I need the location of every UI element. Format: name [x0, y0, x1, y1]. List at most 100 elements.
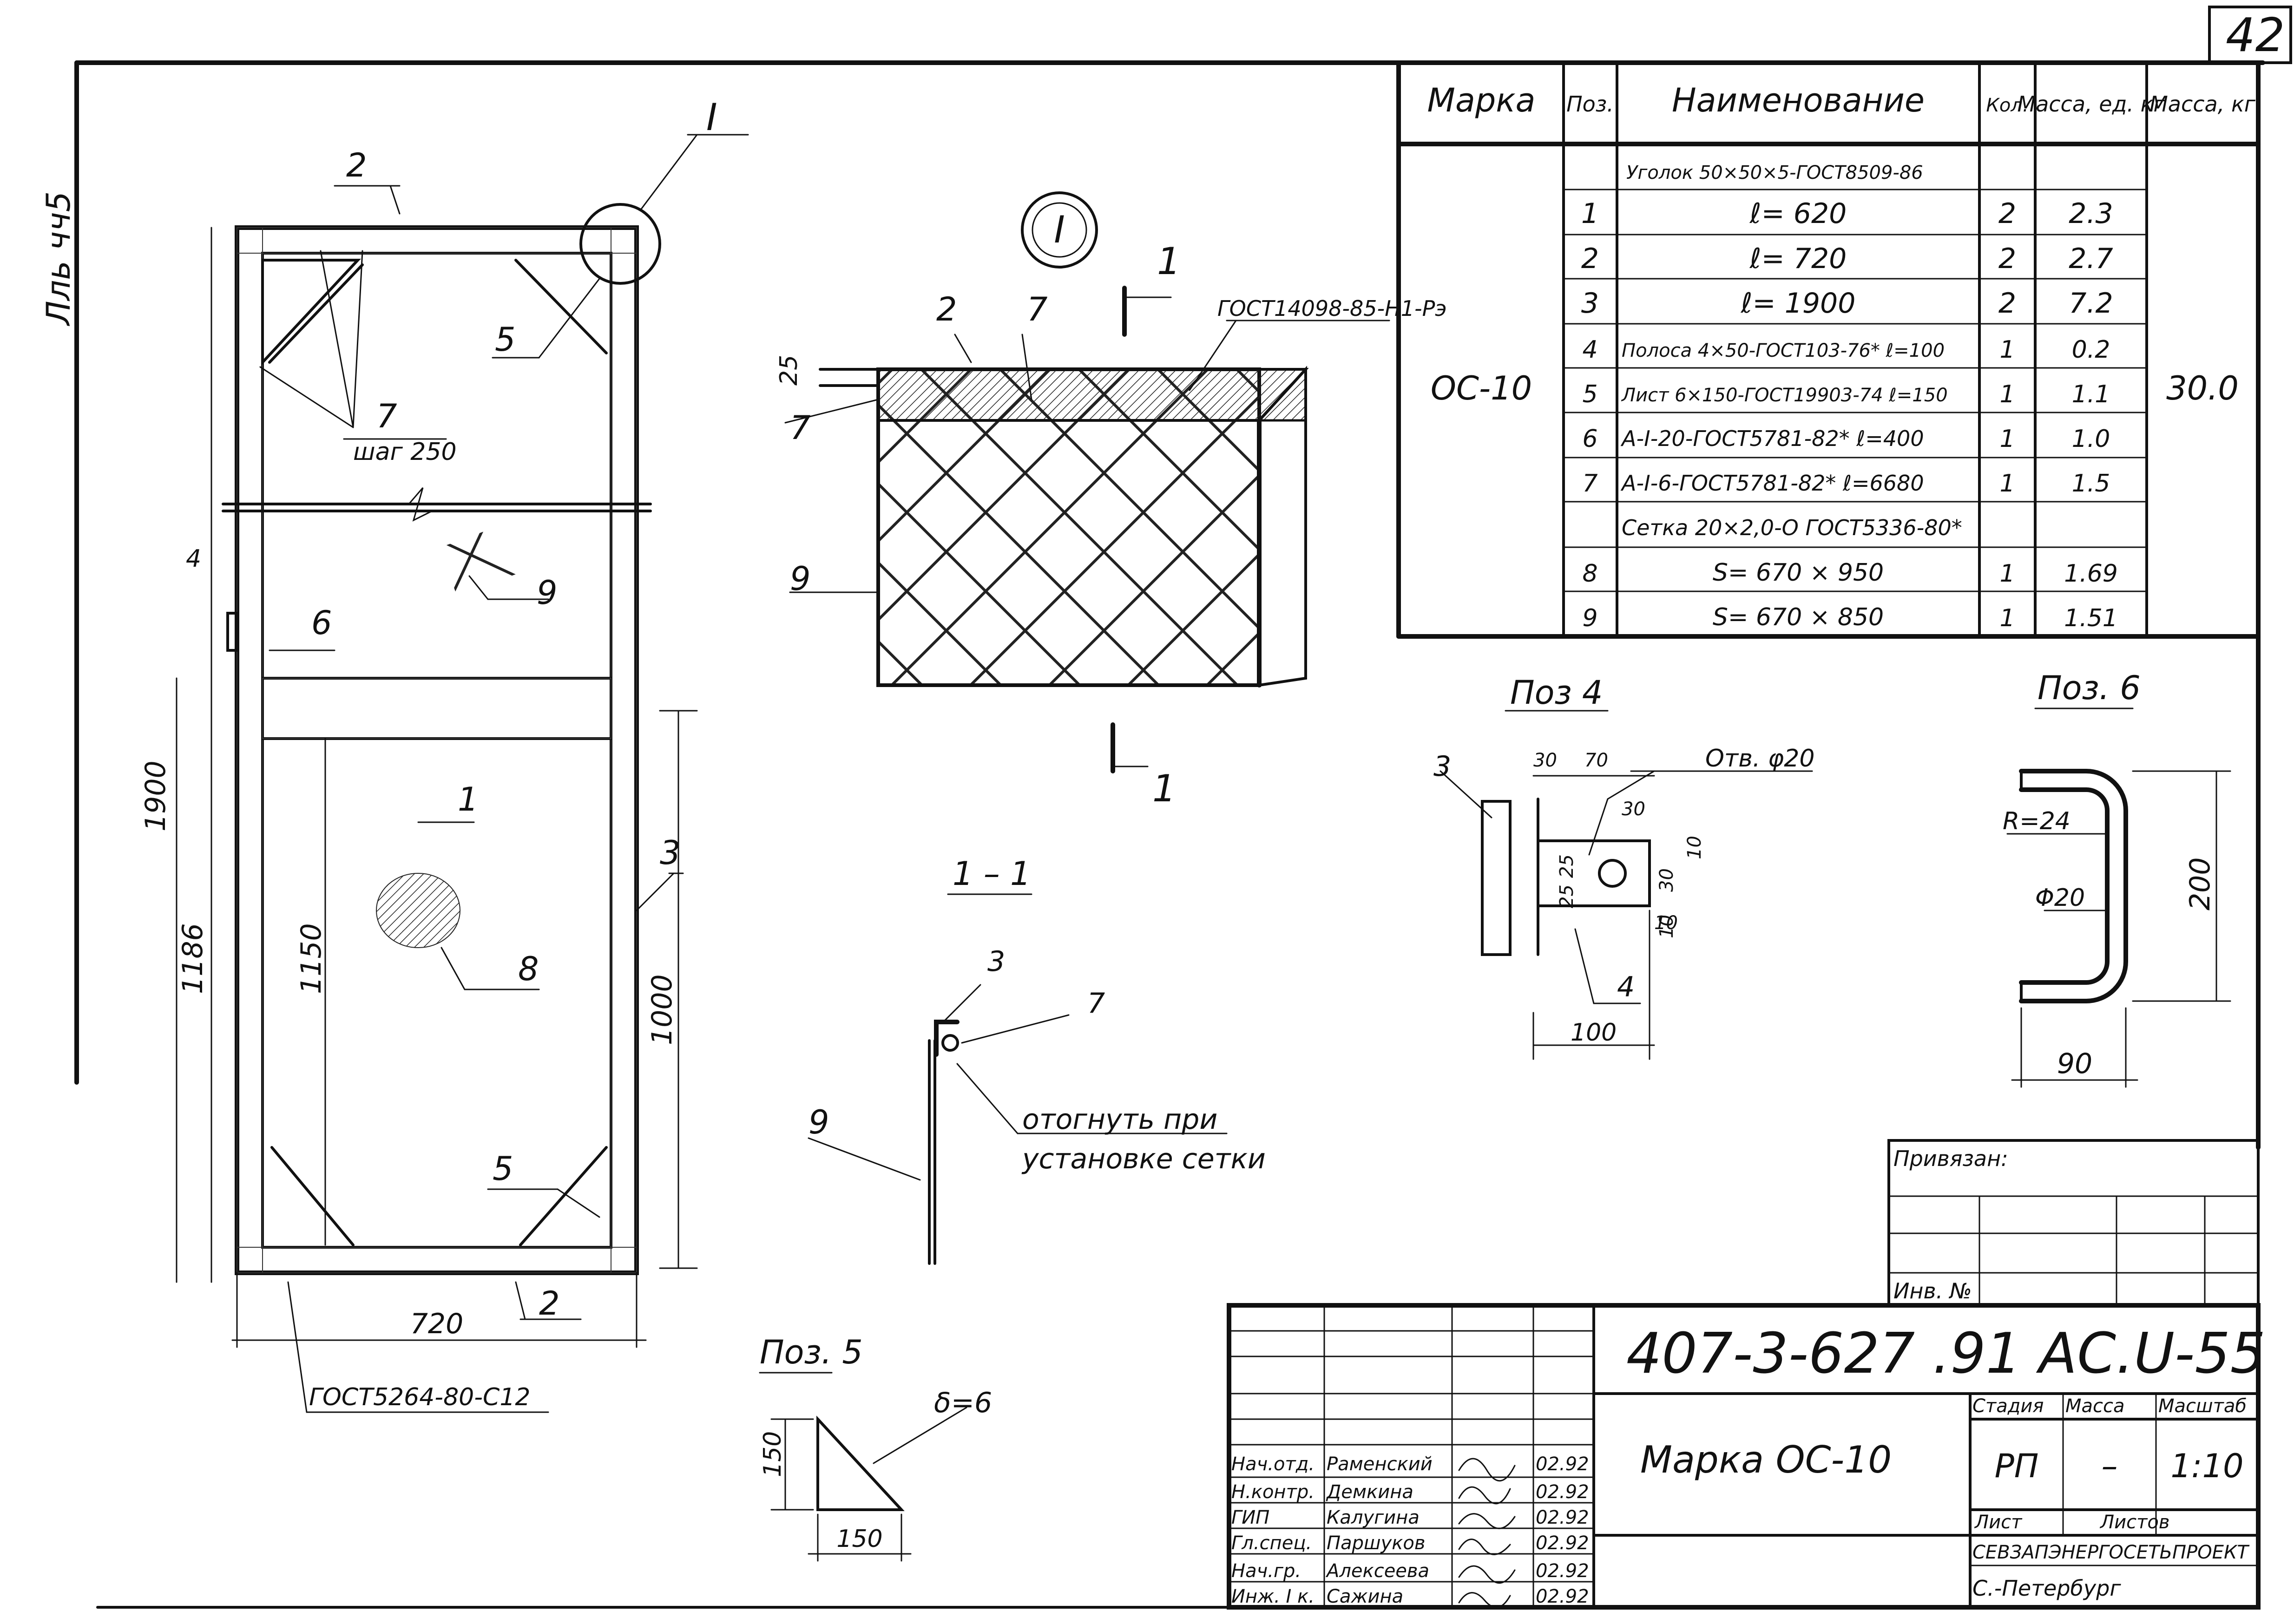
section-mark-top: 1: [1157, 240, 1181, 283]
label-pos1: 1: [458, 780, 479, 819]
approval-linked: Привязан:: [1893, 1146, 2008, 1171]
detail-i: [784, 191, 1390, 773]
signature-row: Н.контр. Демкина 02.92: [1231, 1481, 1589, 1505]
poz6-diameter: Φ20: [2035, 884, 2085, 912]
bom-row: Сетка 20×2,0-О ГОСТ5336-80*: [1622, 515, 1962, 540]
bom-cell-qty: 1: [1999, 425, 2015, 453]
section-note-line2: установке сетки: [1021, 1143, 1266, 1175]
signature-date: 02.92: [1536, 1560, 1589, 1582]
detail-i-pos9: 9: [790, 560, 811, 598]
bom-cell-name: ℓ= 620: [1749, 197, 1847, 230]
detail-i-pos2: 2: [936, 290, 957, 328]
signature-row: Нач.гр. Алексеева 02.92: [1231, 1560, 1589, 1584]
signature-role: Н.контр.: [1231, 1481, 1315, 1503]
bom-row: 7 А-I-6-ГОСТ5781-82* ℓ=6680 1 1.5: [1582, 470, 2110, 498]
label-pos2-bottom: 2: [539, 1284, 560, 1323]
bom-cell-pos: 2: [1581, 242, 1599, 275]
bom-cell-name: S= 670 × 850: [1713, 603, 1884, 631]
frame-leaders: [259, 185, 684, 1320]
poz4-dim-10b: 10: [1654, 912, 1678, 934]
label-step: шаг 250: [353, 438, 457, 466]
signature-row: Инж. I к. Сажина 02.92: [1231, 1586, 1589, 1608]
bom-row: 5 Лист 6×150-ГОСТ19903-74 ℓ=150 1 1.1: [1582, 380, 2110, 408]
bom-cell-qty: 1: [1999, 380, 2015, 408]
bom-cell-unit-mass: 1.69: [2064, 560, 2118, 588]
signature-name: Калугина: [1327, 1507, 1420, 1528]
poz5-title: Поз. 5: [760, 1333, 863, 1371]
detail-i-dim25: 25: [775, 355, 803, 386]
detail-i-title: I: [1054, 208, 1065, 251]
poz4-detail: [1440, 710, 1813, 1060]
poz6-detail: [2006, 707, 2231, 1088]
label-pos7: 7: [376, 397, 397, 435]
poz6-dim-width: 90: [2057, 1048, 2092, 1080]
poz4-dim-30b: 30: [1622, 799, 1645, 820]
bom-cell-pos: 3: [1581, 287, 1599, 320]
bom-rows: Уголок 50×50×5-ГОСТ8509-86 1 ℓ= 620 2 2.…: [1581, 162, 2118, 632]
bom-row: 8 S= 670 × 950 1 1.69: [1582, 559, 2117, 588]
signature-role: Гл.спец.: [1231, 1532, 1312, 1554]
poz6-title: Поз. 6: [2038, 669, 2141, 707]
poz4-dim-10c: 10: [1656, 915, 1677, 938]
signature-date: 02.92: [1536, 1481, 1589, 1503]
bom-header-mark: Марка: [1427, 81, 1536, 119]
title-org: СЕВЗАПЭНЕРГОСЕТЬПРОЕКТ: [1972, 1542, 2250, 1563]
bom-cell-pos: 1: [1581, 197, 1599, 230]
signature-role: Нач.отд.: [1231, 1454, 1315, 1475]
bom-cell-name: Лист 6×150-ГОСТ19903-74 ℓ=150: [1621, 385, 1948, 406]
poz6-radius: R=24: [2003, 807, 2071, 835]
bom-cell-unit-mass: 0.2: [2072, 336, 2110, 364]
label-pos5-top: 5: [495, 321, 516, 359]
signature-rows: Нач.отд. Раменский 02.92 Н.контр. Демкин…: [1231, 1454, 1589, 1608]
poz4-dim-25a: 25: [1556, 854, 1578, 878]
bom-cell-name: Сетка 20×2,0-О ГОСТ5336-80*: [1622, 515, 1962, 540]
section-mark-bottom: 1: [1152, 767, 1176, 810]
section-pos3: 3: [987, 945, 1005, 978]
dim-height-lower: 1186: [177, 923, 209, 994]
bom-cell-pos: 6: [1582, 425, 1597, 453]
bom-mark: ОС-10: [1431, 369, 1532, 407]
bom-cell-pos: 9: [1582, 604, 1597, 632]
label-pos6: 6: [311, 604, 332, 642]
section-pos7: 7: [1087, 987, 1105, 1020]
label-pos3: 3: [660, 834, 681, 872]
bom-cell-qty: 2: [1998, 197, 2016, 230]
poz5-dim-height: 150: [759, 1431, 787, 1477]
dim-width: 720: [410, 1308, 464, 1340]
title-stage-header: Стадия: [1972, 1395, 2044, 1417]
bom-header-mass: Масса, кг: [2149, 92, 2256, 117]
section-pos9: 9: [808, 1103, 829, 1141]
bom-cell-qty: 2: [1998, 287, 2016, 320]
poz5-dim-width: 150: [836, 1525, 882, 1553]
signature-name: Демкина: [1326, 1481, 1413, 1503]
bom-cell-unit-mass: 1.51: [2064, 604, 2118, 632]
title-mass-header: Масса: [2065, 1395, 2125, 1417]
title-sheet-label: Лист: [1974, 1512, 2023, 1533]
title-block: [1227, 1303, 2261, 1610]
channel-note: ГОСТ5264-80-С12: [309, 1383, 530, 1411]
signature-row: Нач.отд. Раменский 02.92: [1231, 1454, 1589, 1482]
frame-callout-detail-label: I: [706, 96, 717, 139]
bom-cell-unit-mass: 2.7: [2069, 242, 2113, 275]
bom-cell-pos: 7: [1582, 470, 1597, 498]
label-pos2-top: 2: [346, 146, 367, 184]
bom-row: 6 А-I-20-ГОСТ5781-82* ℓ=400 1 1.0: [1582, 425, 2110, 453]
title-mass: –: [2102, 1447, 2118, 1485]
signature-row: Гл.спец. Паршуков 02.92: [1231, 1532, 1589, 1555]
bom-cell-qty: 1: [1999, 336, 2015, 364]
signature-role: ГИП: [1231, 1507, 1269, 1528]
bom-cell-qty: 1: [1999, 604, 2015, 632]
frame-dimensions: [176, 227, 698, 1413]
bom-cell-name: Уголок 50×50×5-ГОСТ8509-86: [1626, 162, 1923, 183]
poz4-dim-10a: 10: [1684, 836, 1705, 859]
poz5-detail: [759, 1372, 967, 1562]
bom-cell-name: ℓ= 720: [1749, 242, 1847, 275]
bom-cell-unit-mass: 1.5: [2072, 470, 2110, 498]
bom-row: 2 ℓ= 720 2 2.7: [1581, 242, 2113, 275]
frame-elevation: [222, 134, 749, 1275]
bom-table: [1396, 60, 2261, 639]
signature-name: Раменский: [1327, 1454, 1433, 1475]
bom-cell-name: Полоса 4×50-ГОСТ103-76* ℓ=100: [1622, 340, 1945, 361]
approval-inv-no: Инв. №: [1893, 1278, 1972, 1303]
title-scale: 1:10: [2170, 1447, 2243, 1485]
